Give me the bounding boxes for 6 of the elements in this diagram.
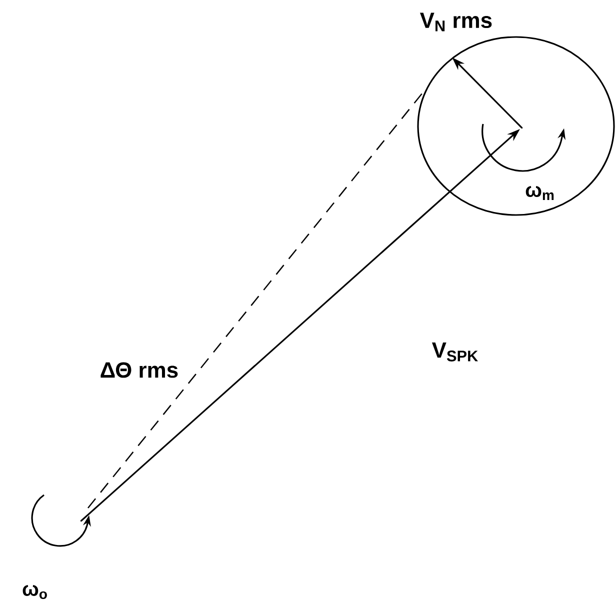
rotation-label: ω$_{o}$ <box>22 585 47 600</box>
edge-label: V$_{N}$ rms <box>418 12 494 32</box>
noise-ellipse <box>417 36 615 216</box>
rotation-label: ω$_{m}$ <box>526 186 554 200</box>
edge-label: ΔΘ rms <box>98 361 180 379</box>
edge-label: V$_{SPK}$ <box>430 342 480 362</box>
